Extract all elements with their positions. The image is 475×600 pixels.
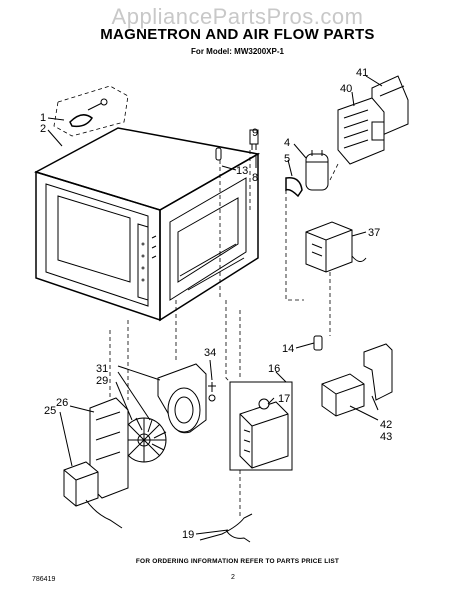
callout-25: 25	[44, 405, 56, 417]
callout-9: 9	[252, 127, 258, 139]
part-air-guide-42[interactable]	[363, 343, 393, 401]
callout-14: 14	[282, 343, 294, 355]
part-magnetron-group[interactable]	[229, 381, 293, 471]
part-screw-34[interactable]	[208, 382, 216, 402]
callout-26: 26	[56, 397, 68, 409]
part-air-duct[interactable]	[157, 363, 207, 434]
callout-34: 34	[204, 347, 216, 359]
callout-8: 8	[252, 172, 258, 184]
leader-lines	[47, 75, 383, 535]
callout-40: 40	[340, 83, 352, 95]
document-number: 786419	[32, 576, 56, 583]
callout-29: 29	[96, 375, 108, 387]
part-fan-blade[interactable]	[121, 417, 167, 463]
callout-37: 37	[368, 227, 380, 239]
callout-41: 41	[356, 67, 368, 79]
model-line: For Model: MW3200XP-1	[191, 47, 284, 56]
callout-1: 1	[40, 112, 46, 124]
part-interlock-switch[interactable]	[249, 129, 259, 150]
watermark: AppliancePartsPros.com	[111, 4, 364, 29]
part-fuse[interactable]	[215, 147, 222, 161]
callout-43: 43	[380, 431, 392, 443]
callout-31: 31	[96, 363, 108, 375]
callout-17: 17	[278, 393, 290, 405]
part-transformer[interactable]	[305, 221, 367, 273]
callout-2: 2	[40, 123, 46, 135]
part-door-catch[interactable]	[53, 85, 129, 137]
callout-13: 13	[236, 165, 248, 177]
callout-16: 16	[268, 363, 280, 375]
page-number: 2	[231, 574, 235, 581]
part-wire-harness[interactable]	[199, 513, 253, 543]
part-capacitor-bracket[interactable]	[285, 177, 303, 198]
ordering-note: FOR ORDERING INFORMATION REFER TO PARTS …	[135, 558, 340, 565]
part-cabinet[interactable]	[34, 127, 261, 322]
part-capacitor[interactable]	[305, 150, 329, 191]
callout-4: 4	[284, 137, 290, 149]
callout-19: 19	[182, 529, 194, 541]
part-bracket-40[interactable]	[337, 97, 385, 165]
part-fan-motor[interactable]	[63, 461, 123, 529]
diagram-title: MAGNETRON AND AIR FLOW PARTS	[100, 26, 375, 43]
callout-42: 42	[380, 419, 392, 431]
part-cover-43[interactable]	[321, 373, 365, 417]
part-thermal-cutout[interactable]	[313, 335, 323, 351]
callout-5: 5	[284, 153, 290, 165]
callout-labels: 1 2 4 5 8 9 13 14 16 17 19 25 26 29 31 3…	[40, 67, 392, 541]
